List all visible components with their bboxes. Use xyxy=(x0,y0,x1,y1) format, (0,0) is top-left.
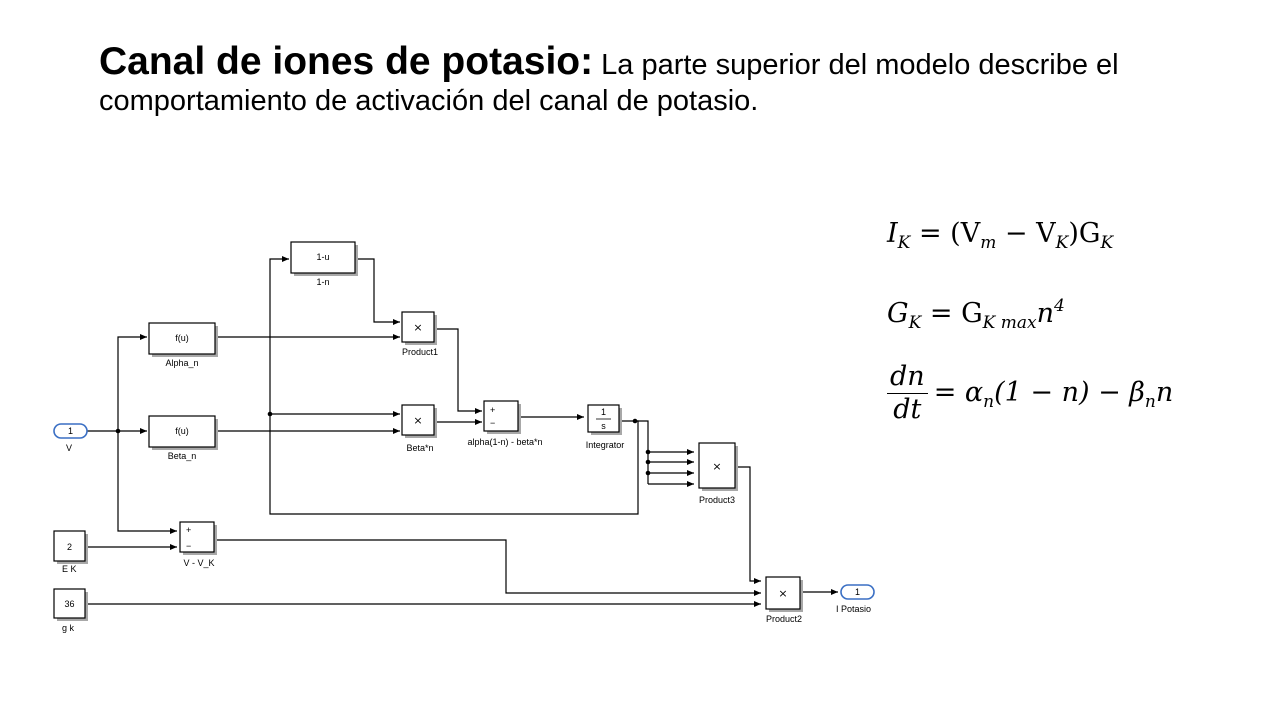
beta-times-n-symbol: × xyxy=(413,414,422,427)
heading-rest: La parte superior del modelo describe el… xyxy=(99,49,1119,117)
product2-symbol: × xyxy=(778,587,787,600)
equation-ik: IK = (Vm − VK)GK xyxy=(887,218,1114,253)
ek-label: E K xyxy=(62,564,77,574)
gk-constant-block[interactable]: 36 g k xyxy=(53,588,88,633)
branch-points xyxy=(115,411,651,476)
one-minus-n-label: 1-n xyxy=(316,277,329,287)
alpha-n-function: f(u) xyxy=(175,333,189,343)
ek-constant-block[interactable]: 2 E K xyxy=(53,530,88,574)
input-port-v[interactable]: 1 V xyxy=(53,423,88,453)
heading-bold: Canal de iones de potasio: xyxy=(99,40,594,83)
one-minus-n-block[interactable]: 1-u 1-n xyxy=(290,241,358,287)
alpha-n-label: Alpha_n xyxy=(165,358,198,368)
product3-block[interactable]: × Product3 xyxy=(698,442,738,505)
beta-times-n-label: Beta*n xyxy=(406,443,433,453)
arrowheads xyxy=(140,256,838,607)
beta-n-label: Beta_n xyxy=(168,451,197,461)
alpha-n-block[interactable]: f(u) Alpha_n xyxy=(148,322,218,368)
product1-block[interactable]: × Product1 xyxy=(401,311,438,357)
v-minus-vk-plus-sign: + xyxy=(186,525,191,535)
product3-symbol: × xyxy=(712,460,721,473)
input-port-label: V xyxy=(66,443,72,453)
v-minus-vk-block[interactable]: + − V - V_K xyxy=(179,521,217,568)
v-minus-vk-label: V - V_K xyxy=(183,558,214,568)
one-minus-n-expression: 1-u xyxy=(316,252,329,262)
beta-n-function: f(u) xyxy=(175,426,189,436)
product1-symbol: × xyxy=(413,321,422,334)
product2-block[interactable]: × Product2 xyxy=(765,576,803,624)
output-port-label: I Potasio xyxy=(836,604,871,614)
beta-times-n-block[interactable]: × Beta*n xyxy=(401,404,437,453)
output-port-i-potasio[interactable]: 1 I Potasio xyxy=(836,584,875,614)
slide-heading: Canal de iones de potasio: La parte supe… xyxy=(99,42,1159,119)
equation-gk: GK = GK maxn4 xyxy=(887,296,1065,333)
beta-n-block[interactable]: f(u) Beta_n xyxy=(148,415,218,461)
sum-label: alpha(1-n) - beta*n xyxy=(467,437,542,447)
wires xyxy=(87,258,838,605)
v-minus-vk-minus-sign: − xyxy=(186,541,191,551)
gk-value: 36 xyxy=(64,599,74,609)
integrator-denominator: s xyxy=(601,421,606,431)
sum-block[interactable]: + − alpha(1-n) - beta*n xyxy=(467,400,543,447)
sum-minus-sign: − xyxy=(490,418,495,428)
product3-label: Product3 xyxy=(699,495,735,505)
product2-label: Product2 xyxy=(766,614,802,624)
output-port-number: 1 xyxy=(855,587,860,597)
integrator-label: Integrator xyxy=(586,440,625,450)
input-port-number: 1 xyxy=(68,426,73,436)
integrator-block[interactable]: 1 s Integrator xyxy=(586,404,625,450)
integrator-numerator: 1 xyxy=(601,407,606,417)
product1-label: Product1 xyxy=(402,347,438,357)
gk-label: g k xyxy=(62,623,75,633)
ek-value: 2 xyxy=(67,542,72,552)
sum-plus-sign: + xyxy=(490,405,495,415)
